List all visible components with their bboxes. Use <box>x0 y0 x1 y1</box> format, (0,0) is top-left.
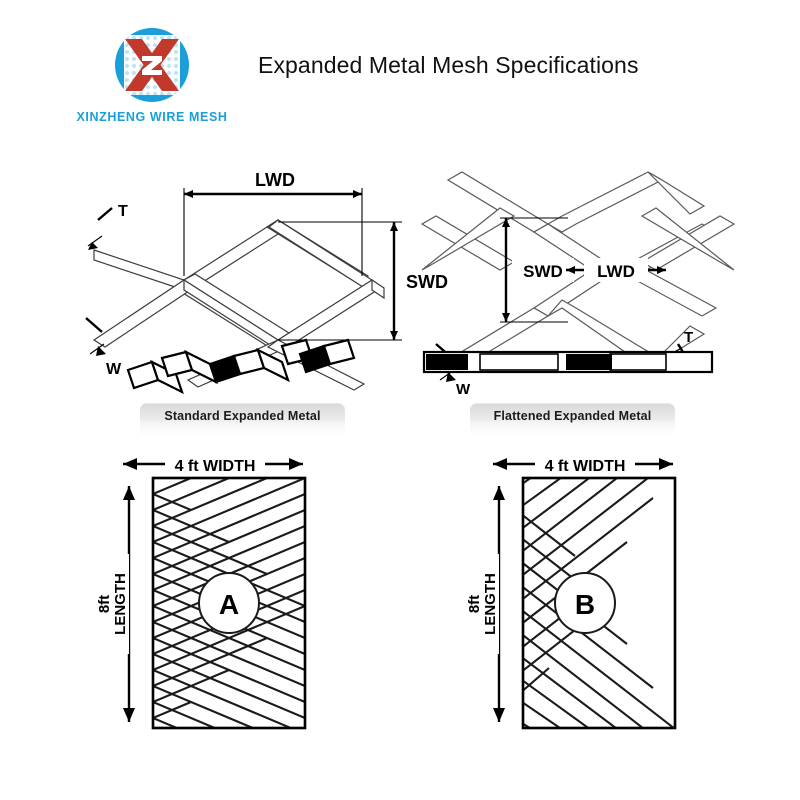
flattened-width-label: W <box>456 381 471 398</box>
standard-thickness-callout: T <box>87 203 128 250</box>
flattened-caption-text: Flattened Expanded Metal <box>493 409 652 423</box>
standard-width-label: W <box>106 361 122 378</box>
mesh-figures-section: LWD SWD T <box>0 150 800 450</box>
standard-lwd-dimension: LWD <box>183 168 363 276</box>
sheet-panel-b: 4 ft WIDTH 8ft LENGTH <box>465 450 715 750</box>
standard-swd-label: SWD <box>406 272 448 292</box>
brand-name: XINZHENG WIRE MESH <box>76 110 228 124</box>
panel-b-length-dimension: 8ft LENGTH <box>466 486 505 722</box>
standard-mesh-figure: LWD SWD T <box>72 158 448 398</box>
flattened-cross-section <box>422 350 714 374</box>
standard-caption-text: Standard Expanded Metal <box>164 409 321 423</box>
flattened-thickness-label: T <box>684 329 693 346</box>
panel-b-mesh <box>523 478 675 728</box>
panel-a-length-number: 8ft <box>96 595 113 613</box>
flattened-caption-banner: Flattened Expanded Metal <box>470 403 675 437</box>
brand-block: XINZHENG WIRE MESH <box>62 28 242 124</box>
standard-thickness-label: T <box>118 203 128 220</box>
sheet-panel-a: 4 ft WIDTH 8ft LENGTH <box>95 450 345 750</box>
panel-b-badge <box>554 572 616 634</box>
panel-b-label: B <box>575 589 595 620</box>
sheet-panels-section: 4 ft WIDTH 8ft LENGTH <box>0 450 800 800</box>
logo-x-mark-icon <box>125 39 179 91</box>
xinzheng-x-logo-icon <box>115 28 189 102</box>
panel-a-badge <box>198 572 260 634</box>
panel-a-width-label: 4 ft WIDTH <box>175 458 256 475</box>
panel-b-length-word: LENGTH <box>482 573 499 635</box>
standard-cross-section <box>126 338 356 395</box>
panel-a-length-word: LENGTH <box>112 573 129 635</box>
panel-a-width-dimension: 4 ft WIDTH <box>123 452 303 476</box>
flattened-lwd-dimension: LWD <box>566 258 666 282</box>
panel-a-label: A <box>219 589 239 620</box>
flattened-mesh-figure: SWD LWD W <box>418 158 738 398</box>
header: XINZHENG WIRE MESH Expanded Metal Mesh S… <box>0 0 800 150</box>
panel-a-length-dimension: 8ft LENGTH <box>96 486 135 722</box>
standard-lwd-label: LWD <box>255 170 295 190</box>
standard-caption-banner: Standard Expanded Metal <box>140 403 345 437</box>
panel-b-width-label: 4 ft WIDTH <box>545 458 626 475</box>
standard-width-callout: W <box>85 317 122 378</box>
panel-b-width-dimension: 4 ft WIDTH <box>493 452 673 476</box>
flattened-swd-label: SWD <box>523 262 563 281</box>
page-title: Expanded Metal Mesh Specifications <box>258 52 639 78</box>
panel-b-length-number: 8ft <box>466 595 483 613</box>
flattened-swd-dimension: SWD <box>500 217 574 323</box>
standard-swd-dimension: SWD <box>278 221 448 341</box>
flattened-lwd-label: LWD <box>597 262 635 281</box>
